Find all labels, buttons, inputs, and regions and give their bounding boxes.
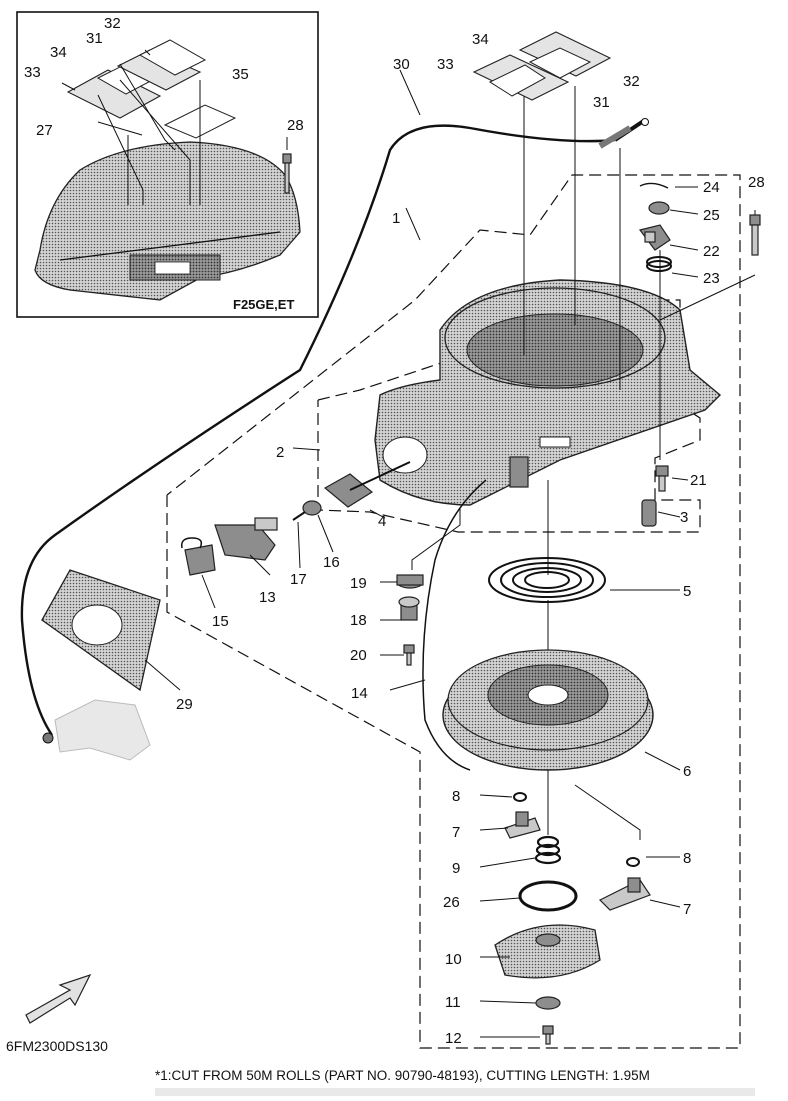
- callout-13: 13: [259, 589, 276, 606]
- decal-33-inset: [66, 69, 162, 119]
- cable-holder-22: [638, 224, 671, 251]
- bolt-12: [542, 1025, 554, 1045]
- callout-9: 9: [452, 860, 460, 877]
- callout-15: 15: [212, 613, 229, 630]
- callout-8-right: 8: [683, 850, 691, 867]
- collar-3: [641, 499, 657, 527]
- return-spring-26: [518, 880, 578, 912]
- spring-9: [534, 835, 562, 865]
- rope-guide-4: [323, 461, 411, 508]
- clip-15: [180, 537, 216, 576]
- callout-33: 33: [437, 56, 454, 73]
- callout-23: 23: [703, 270, 720, 287]
- bolt-20: [403, 644, 415, 666]
- callout-24: 24: [703, 179, 720, 196]
- rope-17: [292, 511, 306, 521]
- callout-14: 14: [351, 685, 368, 702]
- callout-21: 21: [690, 472, 707, 489]
- callout-28-inset: 28: [287, 117, 304, 134]
- callout-18: 18: [350, 612, 367, 629]
- callout-2: 2: [276, 444, 284, 461]
- callout-25: 25: [703, 207, 720, 224]
- decal-31-inset: [116, 49, 202, 91]
- washer-16: [302, 500, 322, 516]
- callout-3: 3: [680, 509, 688, 526]
- callout-34: 34: [472, 31, 489, 48]
- spring-8-left: [513, 792, 527, 802]
- footnote-cutoff-line: [155, 1088, 755, 1096]
- callout-22: 22: [703, 243, 720, 260]
- callout-10: 10: [445, 951, 462, 968]
- callout-11: 11: [445, 994, 461, 1011]
- callout-7-right: 7: [683, 901, 691, 918]
- callout-6: 6: [683, 763, 691, 780]
- callout-29: 29: [176, 696, 193, 713]
- forward-arrow-icon: [25, 973, 92, 1024]
- callout-8-left: 8: [452, 788, 460, 805]
- rope-14: [422, 479, 487, 771]
- spiral-spring-5: [488, 557, 606, 603]
- callout-34-inset: 34: [50, 44, 67, 61]
- spring-23: [646, 256, 672, 272]
- callout-26: 26: [443, 894, 460, 911]
- pawl-7-right: [598, 877, 651, 911]
- callout-16: 16: [323, 554, 340, 571]
- callout-20: 20: [350, 647, 367, 664]
- drive-plate-10: [494, 924, 601, 979]
- callout-17: 17: [290, 571, 307, 588]
- callout-7-left: 7: [452, 824, 460, 841]
- plate-29: [41, 569, 161, 692]
- footnote: *1:CUT FROM 50M ROLLS (PART NO. 90790-48…: [155, 1068, 650, 1083]
- callout-27-inset: 27: [36, 122, 53, 139]
- callout-35-inset: 35: [232, 66, 249, 83]
- callout-31: 31: [593, 94, 610, 111]
- callout-1: 1: [392, 210, 400, 227]
- washer-11: [535, 996, 561, 1010]
- callout-30: 30: [393, 56, 410, 73]
- cable-30: [20, 118, 649, 736]
- screw-21: [655, 465, 669, 492]
- decal-32-inset: [138, 39, 207, 76]
- callout-28: 28: [748, 174, 765, 191]
- spring-8-right: [626, 857, 640, 867]
- lower-bracket: [42, 699, 151, 761]
- handle-13: [214, 517, 278, 561]
- callout-5: 5: [683, 583, 691, 600]
- bushing-19: [396, 574, 424, 589]
- shaft-18: [398, 596, 420, 621]
- sheave-drum-6: [442, 649, 654, 771]
- inset-model-label: F25GE,ET: [233, 297, 294, 312]
- callout-19: 19: [350, 575, 367, 592]
- bolt-28-inset: [282, 153, 292, 194]
- callout-31-inset: 31: [86, 30, 103, 47]
- decal-33: [488, 64, 546, 97]
- cable-end-clip-24: [639, 182, 669, 189]
- inset-panel: 32 31 34 33 35 27 28 F25GE,ET: [16, 11, 319, 318]
- callout-32: 32: [623, 73, 640, 90]
- bolt-28: [749, 214, 761, 256]
- callout-12: 12: [445, 1030, 462, 1047]
- pawl-7-left: [504, 811, 541, 839]
- leader-lines: [411, 86, 756, 840]
- washer-25: [648, 201, 670, 215]
- diagram-code: 6FM2300DS130: [6, 1038, 108, 1054]
- decal-31: [528, 47, 592, 79]
- callout-leaders: [144, 69, 699, 1038]
- callout-4: 4: [378, 513, 386, 530]
- callout-33-inset: 33: [24, 64, 41, 81]
- callout-32-inset: 32: [104, 15, 121, 32]
- starter-housing-1: [374, 279, 722, 506]
